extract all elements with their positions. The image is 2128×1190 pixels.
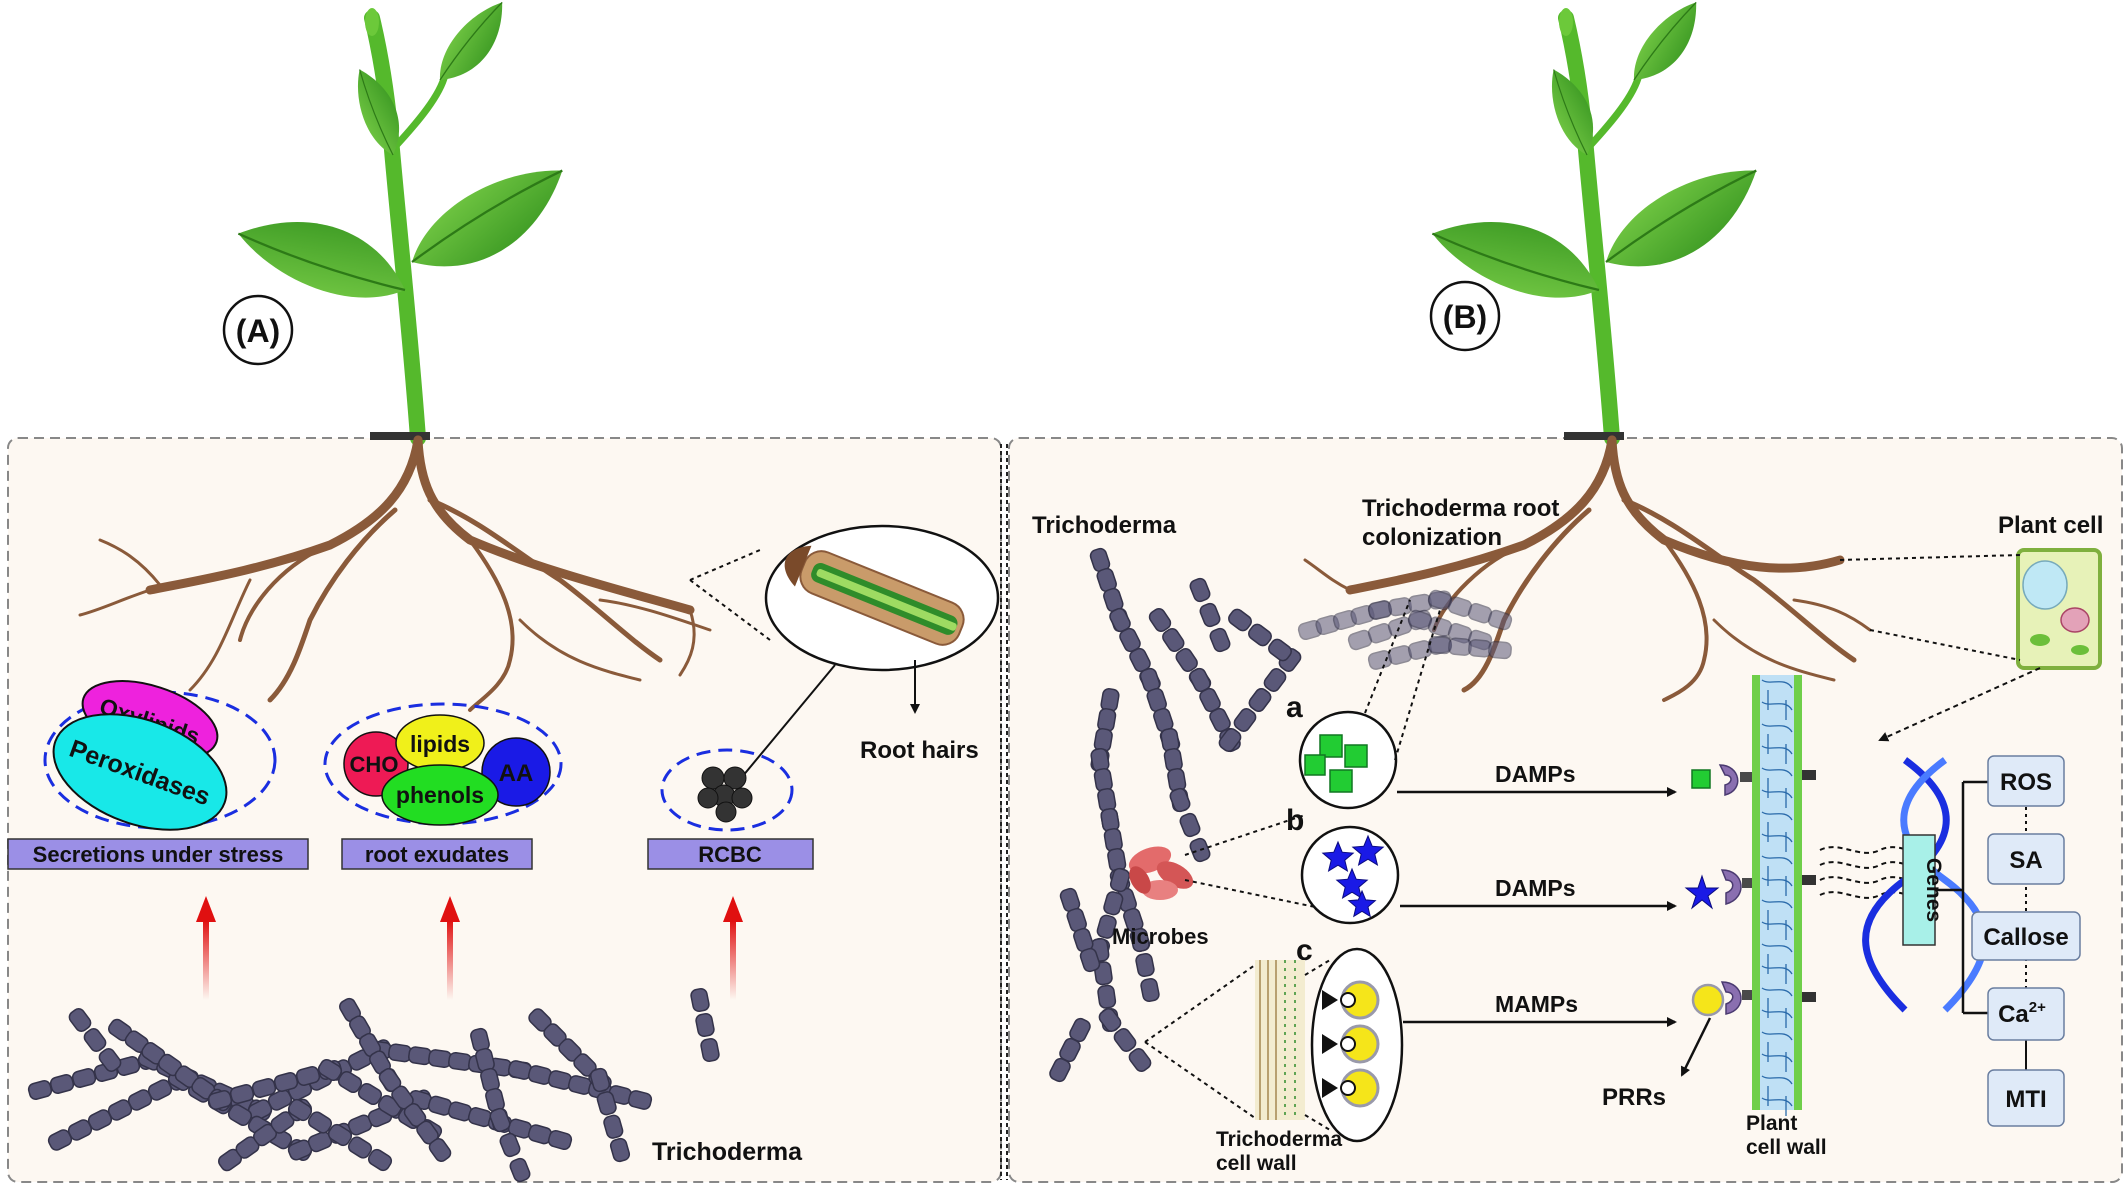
damps-label-2: DAMPs [1495, 875, 1576, 901]
svg-text:Callose: Callose [1983, 924, 2068, 951]
damps-label-1: DAMPs [1495, 761, 1576, 787]
svg-text:Ca2+: Ca2+ [1998, 999, 2046, 1028]
genes-bracket [1935, 780, 1988, 1015]
receptor-b [1684, 869, 1760, 910]
blue-star-icon [1335, 867, 1369, 899]
root-hairs-label: Root hairs [860, 737, 979, 764]
panel-a-label: (A) [236, 313, 280, 349]
plant-b [1425, 0, 1777, 446]
plant-a [231, 0, 583, 446]
trichoderma-cell-wall-label-1: Trichoderma [1216, 1128, 1342, 1151]
microbes-label: Microbes [1112, 924, 1209, 949]
svg-text:phenols: phenols [396, 782, 484, 808]
panel-b-label: (B) [1443, 299, 1487, 335]
mamps-label: MAMPs [1495, 991, 1578, 1017]
ca-box: Ca2+ [1987, 987, 2065, 1041]
aa-circle: AA [481, 737, 551, 807]
rcbc-cells-icon [697, 766, 753, 823]
trichoderma-label-b: Trichoderma [1032, 512, 1177, 539]
lipids-ellipse: lipids [395, 714, 485, 772]
mamps-molecules-icon [1322, 980, 1380, 1108]
svg-text:AA: AA [499, 760, 534, 787]
svg-text:Secretions under stress: Secretions under stress [33, 842, 284, 867]
plant-cell-icon [2016, 548, 2102, 670]
sa-box: SA [1987, 833, 2065, 885]
letter-c: c [1296, 934, 1313, 967]
ros-box: ROS [1987, 755, 2065, 807]
svg-text:CHO: CHO [350, 752, 399, 777]
genes-label: Genes [1922, 858, 1945, 922]
panel-b-label-circle [1429, 280, 1501, 352]
microbes-icon [1128, 846, 1194, 900]
blue-star-icon [1351, 834, 1385, 866]
trichoderma-cell-wall-label-2: cell wall [1216, 1152, 1297, 1175]
svg-text:SA: SA [2009, 847, 2042, 874]
svg-text:RCBC: RCBC [698, 842, 762, 867]
trichoderma-label-a: Trichoderma [652, 1138, 803, 1166]
plant-cell-wall-label-1: Plant [1746, 1112, 1797, 1135]
plant-cell-label: Plant cell [1998, 512, 2103, 539]
rcbc-label-box [647, 838, 814, 870]
svg-text:ROS: ROS [2000, 769, 2052, 796]
receptor-c [1691, 981, 1760, 1017]
plant-cell-wall-icon [1752, 675, 1816, 1116]
blue-stars-icon [1321, 834, 1385, 918]
svg-text:MTI: MTI [2005, 1086, 2046, 1113]
blue-star-icon [1347, 889, 1377, 918]
trichoderma-cell-wall-icon [1255, 960, 1305, 1120]
phenols-ellipse: phenols [381, 764, 499, 826]
svg-text:lipids: lipids [410, 731, 470, 757]
panel-a-label-circle [222, 294, 294, 366]
blue-star-icon [1321, 840, 1355, 872]
plant-cell-wall-label-2: cell wall [1746, 1136, 1827, 1159]
red-arrows [196, 896, 743, 1000]
root-cross-section-icon [784, 545, 965, 646]
callose-box: Callose [1971, 911, 2081, 961]
exudates-label-box [341, 838, 533, 870]
peroxidases-ellipse: Peroxidases [52, 713, 228, 831]
root-system-a [78, 435, 712, 712]
green-squares-icon [1304, 734, 1368, 793]
mti-box: MTI [1987, 1069, 2065, 1127]
receptor-a [1691, 764, 1758, 796]
svg-text:root exudates: root exudates [365, 842, 509, 867]
secretions-label-box [7, 838, 309, 870]
rcbc-dashed-ellipse [660, 748, 794, 832]
prrs-label: PRRs [1602, 1084, 1666, 1111]
colonization-label-2: colonization [1362, 524, 1502, 551]
letter-b: b [1286, 804, 1304, 837]
colonization-label-1: Trichoderma root [1362, 495, 1559, 522]
letter-a: a [1286, 691, 1303, 724]
